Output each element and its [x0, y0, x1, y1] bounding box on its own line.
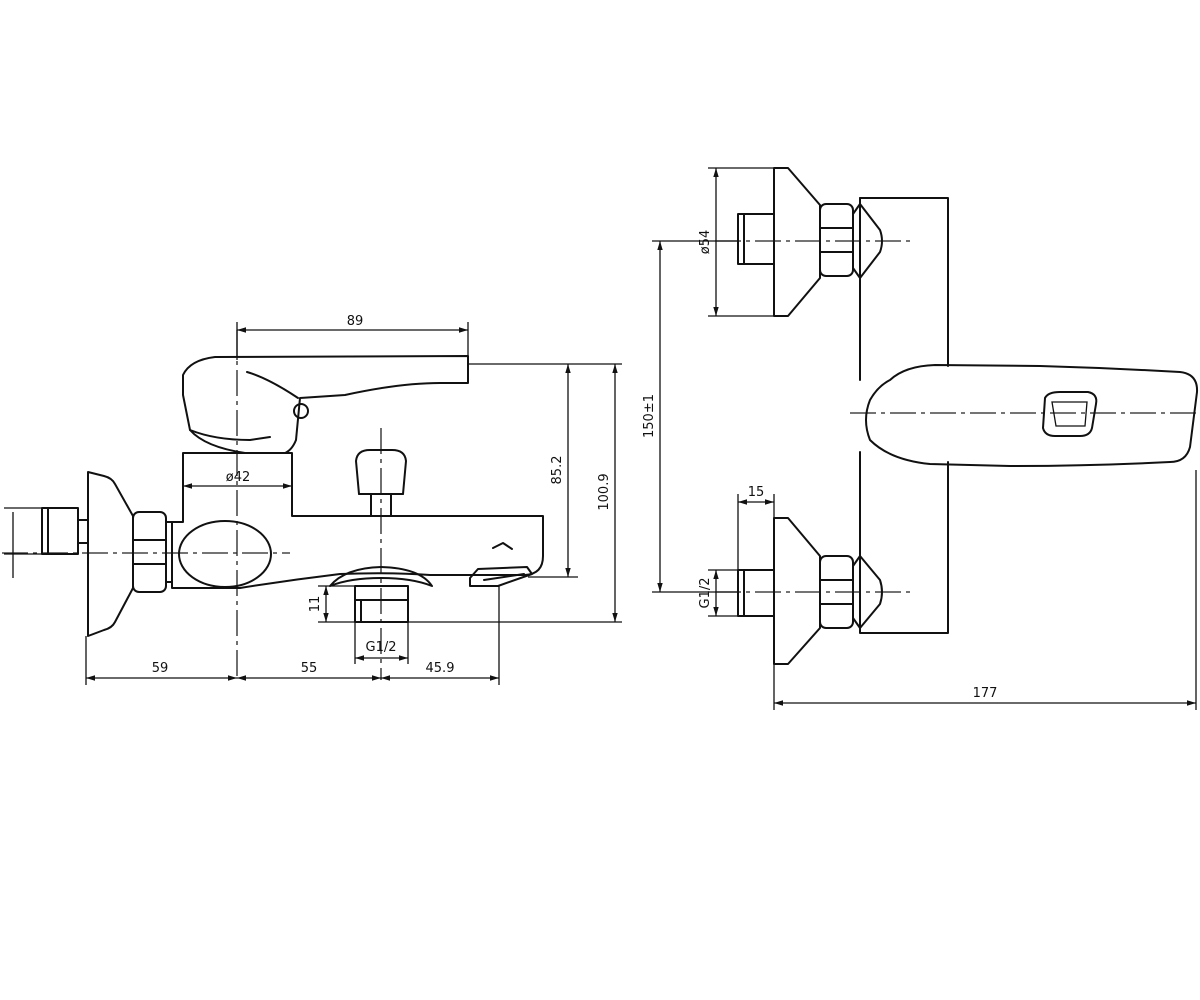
- top-body: [859, 197, 949, 634]
- dim-diameter-body: ø42: [183, 470, 292, 489]
- dim-height-total: 100.9: [408, 363, 622, 623]
- dim-thread-side: G1/2: [354, 622, 409, 664]
- lever-slot-icon: [1042, 391, 1098, 437]
- dim-label-85-2: 85.2: [550, 456, 565, 485]
- side-view: 89 ø42 85.2 100.9 11: [2, 314, 622, 685]
- wall-flange: [87, 471, 134, 637]
- bottom-outlet: [329, 566, 433, 623]
- dim-eccentric-length: 15: [737, 485, 775, 570]
- body-oval: [178, 520, 272, 588]
- dim-label-150: 150±1: [642, 394, 657, 438]
- dim-label-d54: ø54: [698, 230, 713, 255]
- dim-flange-diameter: ø54: [698, 167, 774, 317]
- dim-label-45-9: 45.9: [426, 661, 455, 676]
- dim-chain-bottom: 59 55 45.9: [85, 586, 500, 685]
- dim-label-59: 59: [152, 661, 169, 676]
- dim-inlet-spacing: 150±1: [642, 240, 738, 593]
- dim-label-177: 177: [973, 686, 998, 701]
- dim-width-lever: 89: [236, 314, 469, 360]
- dim-label-100-9: 100.9: [597, 473, 612, 510]
- dim-label-11: 11: [308, 596, 323, 613]
- dim-label-g12-top: G1/2: [698, 578, 713, 609]
- top-lever-handle: [865, 364, 1199, 467]
- hex-nut: [132, 511, 173, 593]
- mixer-body: [171, 452, 544, 589]
- lever-handle: [182, 355, 469, 454]
- dim-height-spout: 85.2: [468, 363, 578, 578]
- dim-thread-top: G1/2: [698, 569, 738, 617]
- top-view: ø54 150±1 15 G1/2 177: [642, 167, 1199, 710]
- dim-label-g12-side: G1/2: [366, 640, 397, 655]
- dim-inlet-stub: [4, 507, 42, 578]
- dim-total-depth: 177: [773, 470, 1197, 710]
- dim-label-15: 15: [748, 485, 765, 500]
- diverter-knob: [355, 449, 407, 517]
- lever-pivot-icon: [293, 403, 309, 419]
- dim-label-d42: ø42: [226, 470, 251, 485]
- dim-thread-length: 11: [308, 585, 355, 623]
- spout-aerator: [469, 542, 533, 587]
- dim-label-55: 55: [301, 661, 318, 676]
- dim-label-89: 89: [347, 314, 364, 329]
- wall-inlet-connector: [41, 507, 89, 555]
- lower-inlet-assembly: [737, 517, 883, 665]
